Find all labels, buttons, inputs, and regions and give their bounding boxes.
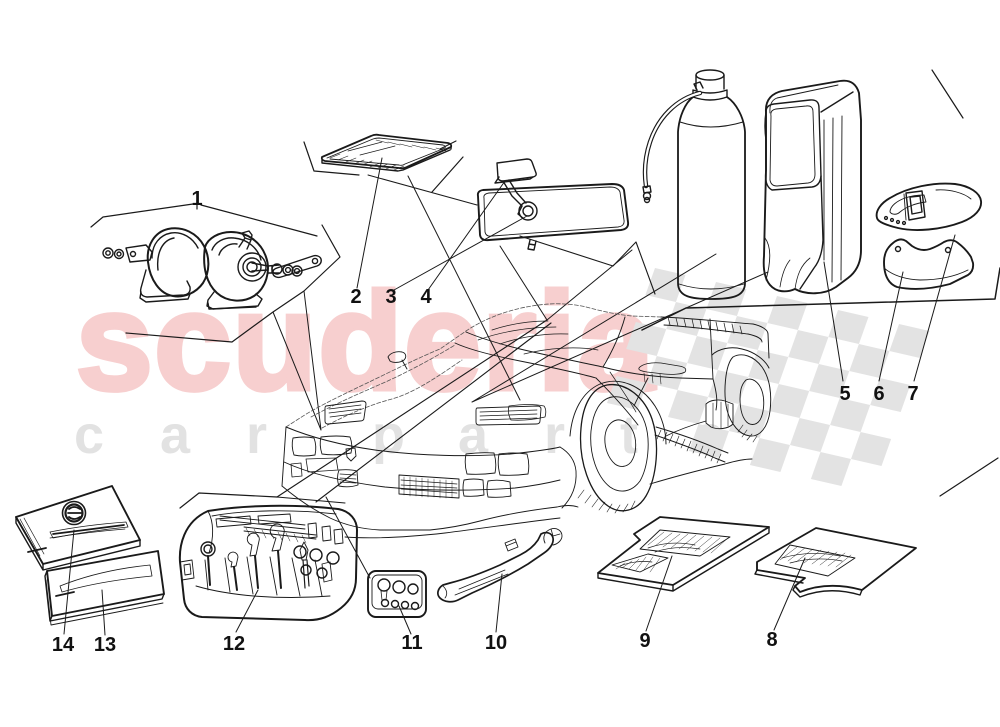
svg-text:7: 7 — [907, 383, 918, 405]
svg-text:r: r — [544, 405, 565, 465]
svg-text:a: a — [160, 405, 191, 465]
svg-text:8: 8 — [766, 629, 777, 651]
svg-text:2: 2 — [350, 286, 361, 308]
svg-text:13: 13 — [94, 634, 116, 656]
svg-text:6: 6 — [873, 383, 884, 405]
svg-text:10: 10 — [485, 632, 507, 654]
svg-text:c: c — [74, 405, 104, 465]
svg-text:scuderia: scuderia — [76, 265, 656, 419]
svg-text:1: 1 — [191, 188, 202, 210]
svg-text:14: 14 — [52, 634, 75, 656]
svg-text:r: r — [246, 405, 267, 465]
svg-text:t: t — [620, 405, 638, 465]
svg-text:4: 4 — [420, 286, 432, 308]
svg-text:12: 12 — [223, 633, 245, 655]
svg-text:3: 3 — [385, 286, 396, 308]
svg-text:5: 5 — [839, 383, 850, 405]
svg-text:11: 11 — [401, 632, 422, 654]
svg-text:9: 9 — [639, 630, 650, 652]
